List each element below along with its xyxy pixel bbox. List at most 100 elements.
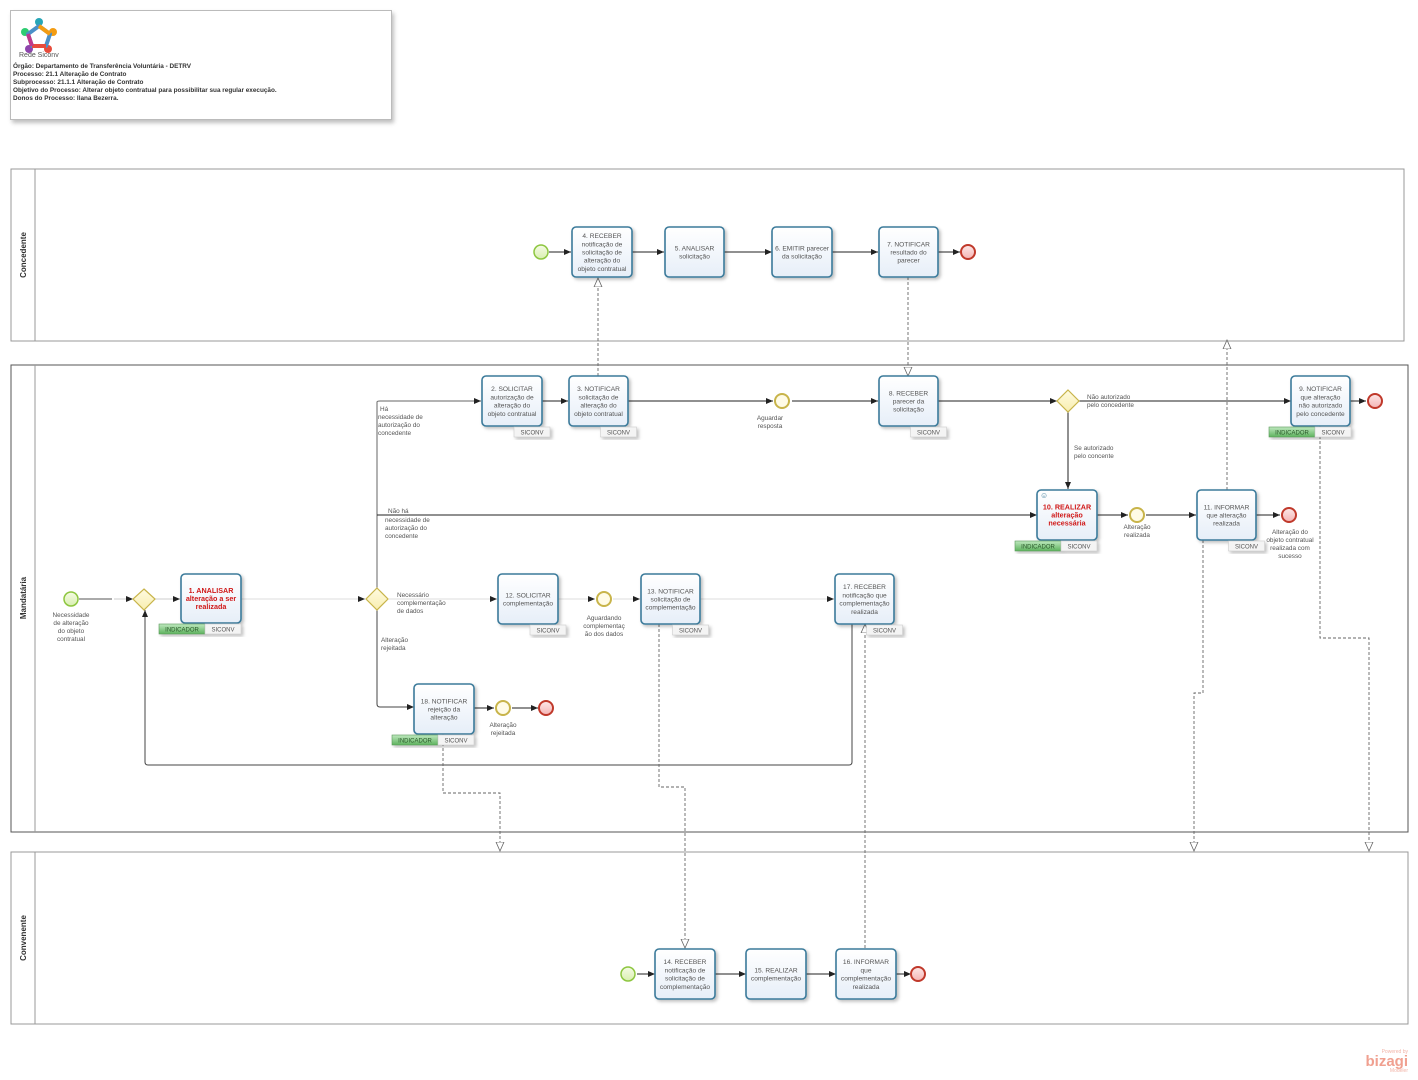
label-nao-ha-necessidade: Não há necessidade de autorização do con… bbox=[385, 508, 430, 540]
task-label-line: 6. EMITIR parecer bbox=[775, 245, 830, 252]
processo-line: Processo: 21.1 Alteração de Contrato bbox=[13, 71, 127, 78]
task-box[interactable] bbox=[878, 226, 939, 278]
task-label-line: parecer da bbox=[893, 399, 925, 406]
task-t10[interactable]: 10. REALIZARalteraçãonecessáriaINDICADOR… bbox=[1014, 489, 1098, 552]
siconv-badge bbox=[437, 734, 475, 746]
svg-text:concedente: concedente bbox=[385, 533, 418, 540]
label-necessario-complementacao: Necessário complementação de dados bbox=[397, 592, 446, 615]
svg-text:realizada com: realizada com bbox=[1270, 545, 1310, 552]
gateways bbox=[132, 389, 1080, 611]
task-box[interactable] bbox=[481, 375, 543, 427]
indicador-badge-label: INDICADOR bbox=[1021, 545, 1055, 551]
lane-label-mandataria: Mandatária bbox=[19, 576, 28, 619]
task-label-line: 9. NOTIFICAR bbox=[1299, 386, 1342, 393]
task-box[interactable] bbox=[571, 226, 633, 278]
start-event-convenente bbox=[620, 966, 636, 982]
indicador-badge-label: INDICADOR bbox=[398, 739, 432, 745]
end-event-rejeitada bbox=[538, 700, 554, 716]
task-label-line: 2. SOLICITAR bbox=[491, 386, 533, 393]
svg-text:de dados: de dados bbox=[397, 608, 423, 615]
watermark-sub: Modeler bbox=[1389, 1068, 1408, 1074]
label-alteracao-rejeitada-flow: Alteração rejeitada bbox=[381, 637, 408, 652]
orgao-line: Órgão: Departamento de Transferência Vol… bbox=[13, 63, 192, 70]
siconv-badge bbox=[672, 624, 709, 636]
svg-text:do objeto: do objeto bbox=[58, 628, 85, 635]
svg-text:sucesso: sucesso bbox=[1278, 553, 1302, 560]
task-label-line: 14. RECEBER bbox=[664, 959, 707, 966]
task-box[interactable] bbox=[1036, 489, 1098, 541]
siconv-badge bbox=[600, 426, 637, 438]
svg-text:Se autorizado: Se autorizado bbox=[1074, 445, 1114, 452]
task-box[interactable] bbox=[1196, 489, 1257, 541]
task-label-line: solicitação de bbox=[579, 394, 619, 401]
lane-label-concedente: Concedente bbox=[19, 232, 28, 278]
siconv-badge bbox=[910, 426, 947, 438]
task-box[interactable] bbox=[835, 948, 897, 1000]
task-box[interactable] bbox=[180, 573, 242, 624]
task-box[interactable] bbox=[664, 226, 725, 278]
task-label-line: alteração bbox=[1051, 511, 1083, 520]
task-label-line: 17. RECEBER bbox=[843, 584, 886, 591]
task-label-line: complementação bbox=[503, 601, 554, 608]
task-label-line: complementação bbox=[660, 984, 711, 991]
task-box[interactable] bbox=[640, 573, 701, 625]
task-box[interactable] bbox=[834, 573, 895, 625]
rede-siconv-logo-icon bbox=[21, 18, 57, 53]
task-box[interactable] bbox=[745, 948, 807, 1000]
task-box[interactable] bbox=[1290, 375, 1351, 427]
gateway-decisao-analise bbox=[365, 587, 389, 611]
svg-text:Não autorizado: Não autorizado bbox=[1087, 394, 1131, 401]
siconv-badge bbox=[204, 623, 242, 635]
end-event-concedente bbox=[960, 244, 976, 260]
task-box[interactable] bbox=[497, 573, 559, 625]
start-event-mandataria bbox=[63, 591, 79, 607]
siconv-badge-label: SICONV bbox=[873, 629, 896, 635]
gateway-autorizacao bbox=[1056, 389, 1080, 413]
task-box[interactable] bbox=[413, 683, 475, 735]
watermark-powered: Powered by bbox=[1381, 1049, 1408, 1055]
svg-text:Necessário: Necessário bbox=[397, 592, 429, 599]
task-label-line: 13. NOTIFICAR bbox=[647, 588, 694, 595]
task-label-line: parecer bbox=[897, 258, 920, 265]
siconv-badge-label: SICONV bbox=[211, 628, 234, 634]
intermediate-event-alteracao-realizada bbox=[1129, 507, 1145, 523]
lane-label-convenente: Convenente bbox=[19, 915, 28, 961]
task-label-line: 1. ANALISAR bbox=[189, 586, 235, 595]
sequence-flows bbox=[79, 249, 1366, 977]
donos-line: Donos do Processo: Ilana Bezerra. bbox=[13, 95, 119, 102]
label-aguardar-resposta: Aguardar resposta bbox=[757, 415, 784, 430]
task-label-line: solicitação bbox=[893, 407, 924, 414]
task-box[interactable] bbox=[568, 375, 629, 427]
indicador-badge-label: INDICADOR bbox=[1275, 431, 1309, 437]
task-label-line: 8. RECEBER bbox=[889, 390, 928, 397]
process-header: Rede Siconv Órgão: Departamento de Trans… bbox=[10, 10, 392, 120]
task-box[interactable] bbox=[771, 226, 833, 278]
svg-text:Alteração: Alteração bbox=[1124, 524, 1151, 531]
task-box[interactable] bbox=[878, 375, 939, 427]
objetivo-line: Objetivo do Processo: Alterar objeto con… bbox=[13, 87, 277, 94]
task-label-line: 4. RECEBER bbox=[582, 233, 621, 240]
svg-text:resposta: resposta bbox=[758, 423, 783, 430]
label-fim-sucesso: Alteração do objeto contratual realizada… bbox=[1266, 529, 1313, 560]
svg-text:Necessidade: Necessidade bbox=[53, 612, 90, 619]
task-box[interactable] bbox=[654, 948, 716, 1000]
label-nao-autorizado: Não autorizado pelo concedente bbox=[1087, 394, 1134, 409]
